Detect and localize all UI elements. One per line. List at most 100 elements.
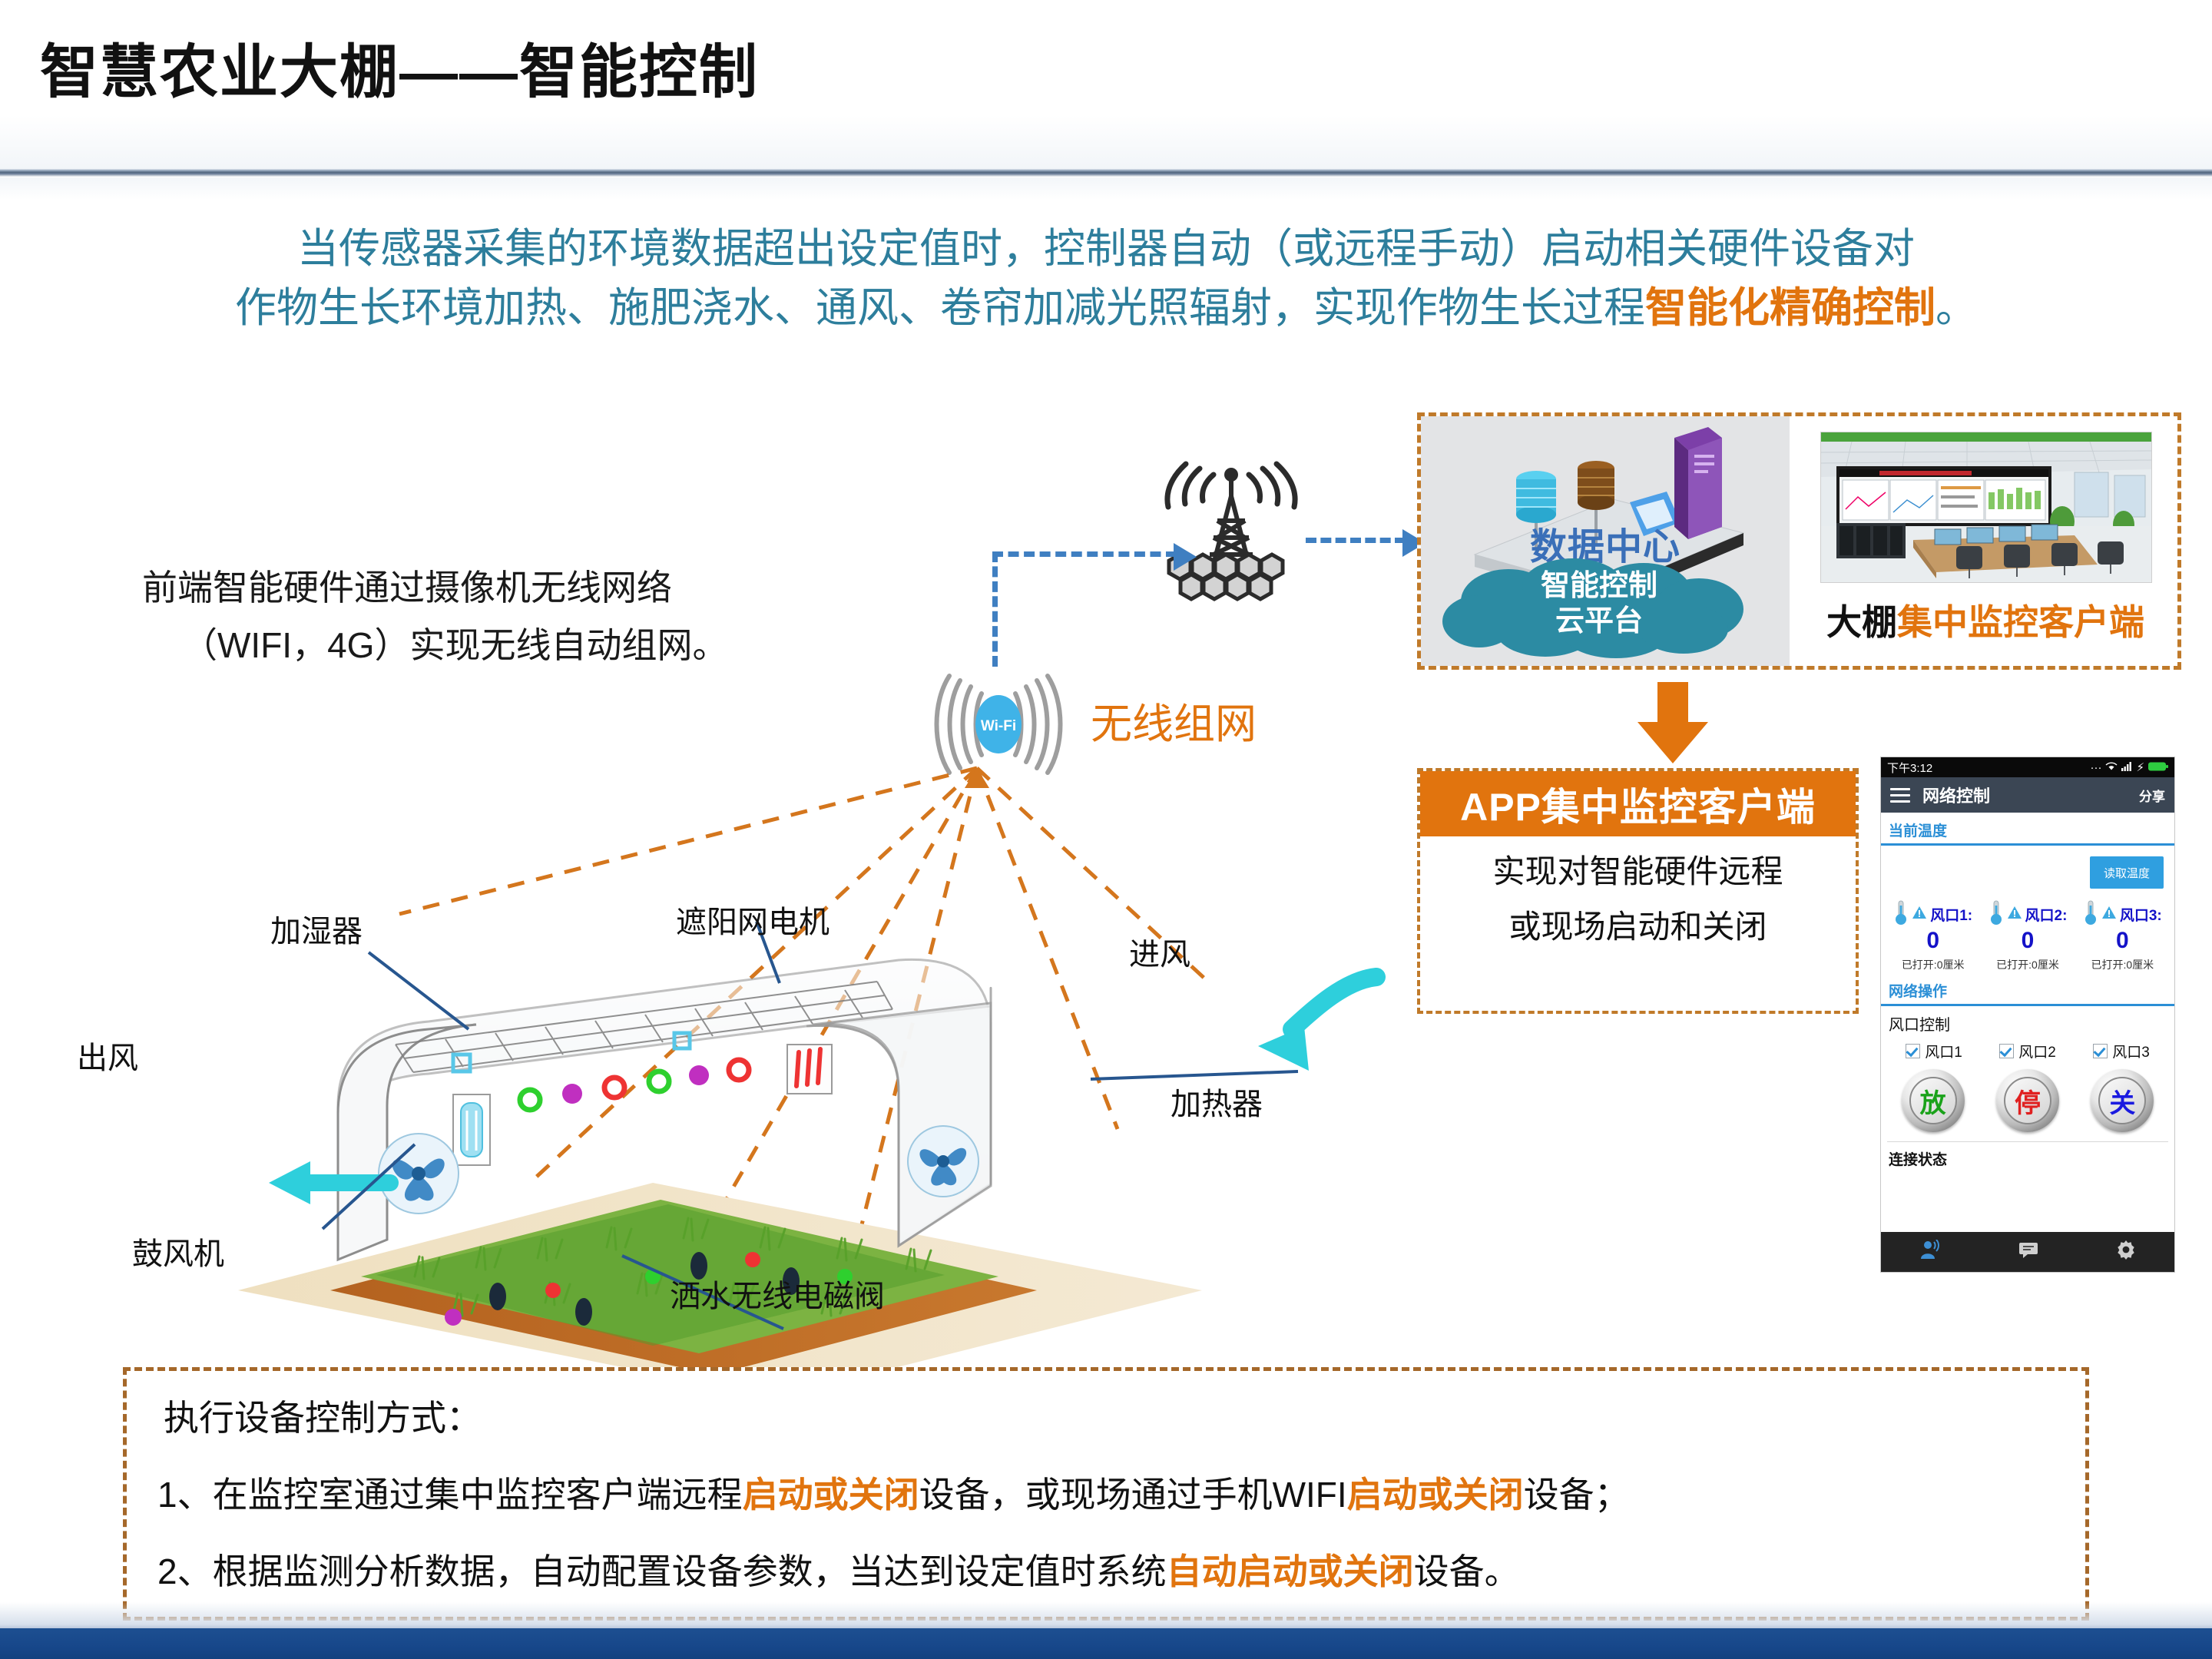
thin-divider xyxy=(1887,1141,2168,1142)
section-current-temperature: 当前温度 xyxy=(1889,823,1948,839)
message-icon[interactable] xyxy=(2018,1240,2039,1264)
vent-sub: 已打开:0厘米 xyxy=(1901,959,1965,971)
client-label-prefix: 大棚 xyxy=(1826,602,1897,642)
phone-status-time: 下午3:12 xyxy=(1887,761,1933,775)
thermometer-icon xyxy=(1893,899,1909,929)
alert-icon xyxy=(2101,906,2117,923)
item2-highlight: 自动启动或关闭 xyxy=(1166,1551,1414,1591)
wireless-network-label: 无线组网 xyxy=(1091,701,1257,747)
vent-checkbox-label: 风口3 xyxy=(2112,1045,2150,1061)
greenhouse-illustration xyxy=(223,929,1229,1406)
phone-app-title: 网络控制 xyxy=(1922,786,1991,806)
alert-icon xyxy=(2007,906,2022,923)
left-note-line-2: （WIFI，4G）实现无线自动组网。 xyxy=(182,624,728,665)
phone-bottom-nav xyxy=(1881,1232,2174,1272)
vent-control-label: 风口控制 xyxy=(1889,1017,1950,1034)
intro-line-2: 作物生长环境加热、施肥浇水、通风、卷帘加减光照辐射，实现作物生长过程智能化精确控… xyxy=(46,279,2166,338)
label-air-in: 进风 xyxy=(1129,938,1190,972)
intro-highlight: 智能化精确控制 xyxy=(1645,284,1936,331)
vent-name: 风口3: xyxy=(2119,908,2162,924)
vent-top: 风口1: xyxy=(1893,899,1972,929)
signal-icon xyxy=(2121,761,2132,774)
cell-tower-icon xyxy=(1143,445,1320,614)
stop-knob-button[interactable]: 停 xyxy=(1995,1069,2059,1132)
thermometer-icon xyxy=(2083,899,2098,929)
intro-line-1-text: 当传感器采集的环境数据超出设定值时，控制器自动（或远程手动）启动相关硬件设备对 xyxy=(297,226,1915,272)
vent-sub: 已打开:0厘米 xyxy=(1996,959,2059,971)
cloud-line-2: 云平台 xyxy=(1555,605,1643,638)
checkbox-icon[interactable] xyxy=(1999,1044,2015,1058)
vent-name: 风口1: xyxy=(1930,908,1973,924)
item1-highlight-1: 启动或关闭 xyxy=(742,1475,919,1515)
arrow-wifi-to-tower xyxy=(992,543,1197,571)
intro-line-2-tail: 。 xyxy=(1936,284,1977,331)
checkbox-icon[interactable] xyxy=(1906,1044,1921,1058)
item1-part-a: 1、在监控室通过集中监控客户端远程 xyxy=(157,1475,743,1515)
read-temperature-button[interactable]: 读取温度 xyxy=(2090,856,2164,889)
item1-highlight-2: 启动或关闭 xyxy=(1346,1475,1524,1515)
phone-status-icons: ··· ⚡ xyxy=(2090,760,2168,774)
footer-band xyxy=(0,1628,2212,1659)
wifi-status-icon xyxy=(2105,761,2118,774)
person-broadcast-icon[interactable] xyxy=(1919,1238,1941,1265)
charging-icon: ⚡ xyxy=(2136,761,2144,774)
vent-name: 风口2: xyxy=(2025,908,2068,924)
vent-checkbox-1[interactable]: 风口1 xyxy=(1906,1041,1962,1061)
alert-icon xyxy=(1912,906,1927,923)
checkbox-icon[interactable] xyxy=(2093,1044,2108,1058)
vent-readout: 风口1: 0 已打开:0厘米 xyxy=(1887,899,1979,972)
section-divider-1 xyxy=(1881,843,2174,846)
down-arrow-icon xyxy=(1636,682,1710,765)
vent-readouts: 风口1: 0 已打开:0厘米 风口2: 0 已打开:0厘米 xyxy=(1881,899,2174,972)
air-in-arrow xyxy=(1258,968,1386,1071)
cloud-platform-label: 智能控制 云平台 xyxy=(1438,568,1760,640)
gear-icon[interactable] xyxy=(2116,1240,2136,1265)
vent-value: 0 xyxy=(2115,928,2129,953)
phone-app-bar: 网络控制 分享 xyxy=(1881,777,2174,813)
page-title: 智慧农业大棚——智能控制 xyxy=(40,40,759,105)
cloud-line-1: 智能控制 xyxy=(1540,570,1657,602)
label-blower: 鼓风机 xyxy=(132,1237,224,1271)
phone-mockup: 下午3:12 ··· ⚡ 网络控制 分享 当前温度 读取温度 xyxy=(1880,757,2175,1273)
app-client-panel: APP集中监控客户端 实现对智能硬件远程 或现场启动和关闭 xyxy=(1417,768,1859,1014)
connection-status-label: 连接状态 xyxy=(1889,1152,1948,1168)
label-heater: 加热器 xyxy=(1171,1088,1263,1121)
data-center-panel: 数据中心 智能控制 云平台 xyxy=(1417,412,2181,670)
client-label: 大棚集中监控客户端 xyxy=(1805,594,2166,645)
label-air-out: 出风 xyxy=(77,1041,138,1075)
knob-label: 关 xyxy=(2098,1077,2147,1124)
vent-checkbox-3[interactable]: 风口3 xyxy=(2093,1041,2150,1061)
execution-heading: 执行设备控制方式： xyxy=(164,1398,482,1438)
client-label-highlight: 集中监控客户端 xyxy=(1897,602,2144,642)
vent-checkbox-label: 风口1 xyxy=(1925,1045,1962,1061)
vent-readout: 风口3: 0 已打开:0厘米 xyxy=(2076,899,2168,972)
vent-top: 风口3: xyxy=(2083,899,2162,929)
label-sprinkler-valve: 洒水无线电磁阀 xyxy=(670,1280,885,1313)
footer-fade xyxy=(0,1602,2212,1628)
arrow-wifi-riser xyxy=(992,551,998,667)
intro-paragraph: 当传感器采集的环境数据超出设定值时，控制器自动（或远程手动）启动相关硬件设备对 … xyxy=(46,220,2166,337)
intro-line-1: 当传感器采集的环境数据超出设定值时，控制器自动（或远程手动）启动相关硬件设备对 xyxy=(46,220,2166,279)
open-knob-button[interactable]: 放 xyxy=(1901,1069,1965,1132)
hamburger-menu-icon[interactable] xyxy=(1890,784,1910,806)
vent-checkbox-label: 风口2 xyxy=(2018,1045,2056,1061)
execution-methods-panel: 执行设备控制方式： 1、在监控室通过集中监控客户端远程启动或关闭设备，或现场通过… xyxy=(123,1367,2089,1621)
label-humidifier: 加湿器 xyxy=(270,915,363,949)
knob-label: 放 xyxy=(1909,1077,1957,1124)
close-knob-button[interactable]: 关 xyxy=(2091,1069,2154,1132)
arrow-tower-to-datacenter xyxy=(1306,529,1426,557)
item1-part-c: 设备； xyxy=(1523,1475,1630,1515)
share-button[interactable]: 分享 xyxy=(2139,789,2165,804)
control-room-image xyxy=(1820,432,2152,583)
knob-row: 放 停 关 xyxy=(1881,1069,2174,1132)
vent-checkbox-2[interactable]: 风口2 xyxy=(1999,1041,2056,1061)
section-divider-2 xyxy=(1881,1004,2174,1006)
vent-checkbox-row: 风口1 风口2 风口3 xyxy=(1881,1036,2174,1061)
svg-text:Wi-Fi: Wi-Fi xyxy=(981,718,1016,734)
execution-item-1: 1、在监控室通过集中监控客户端远程启动或关闭设备，或现场通过手机WIFI启动或关… xyxy=(157,1477,1630,1512)
vent-sub: 已打开:0厘米 xyxy=(2091,959,2154,971)
thermometer-icon xyxy=(1988,899,2004,929)
item2-part-b: 设备。 xyxy=(1413,1551,1520,1591)
header-glow xyxy=(0,115,2212,200)
wifi-icon: Wi-Fi xyxy=(922,667,1075,782)
